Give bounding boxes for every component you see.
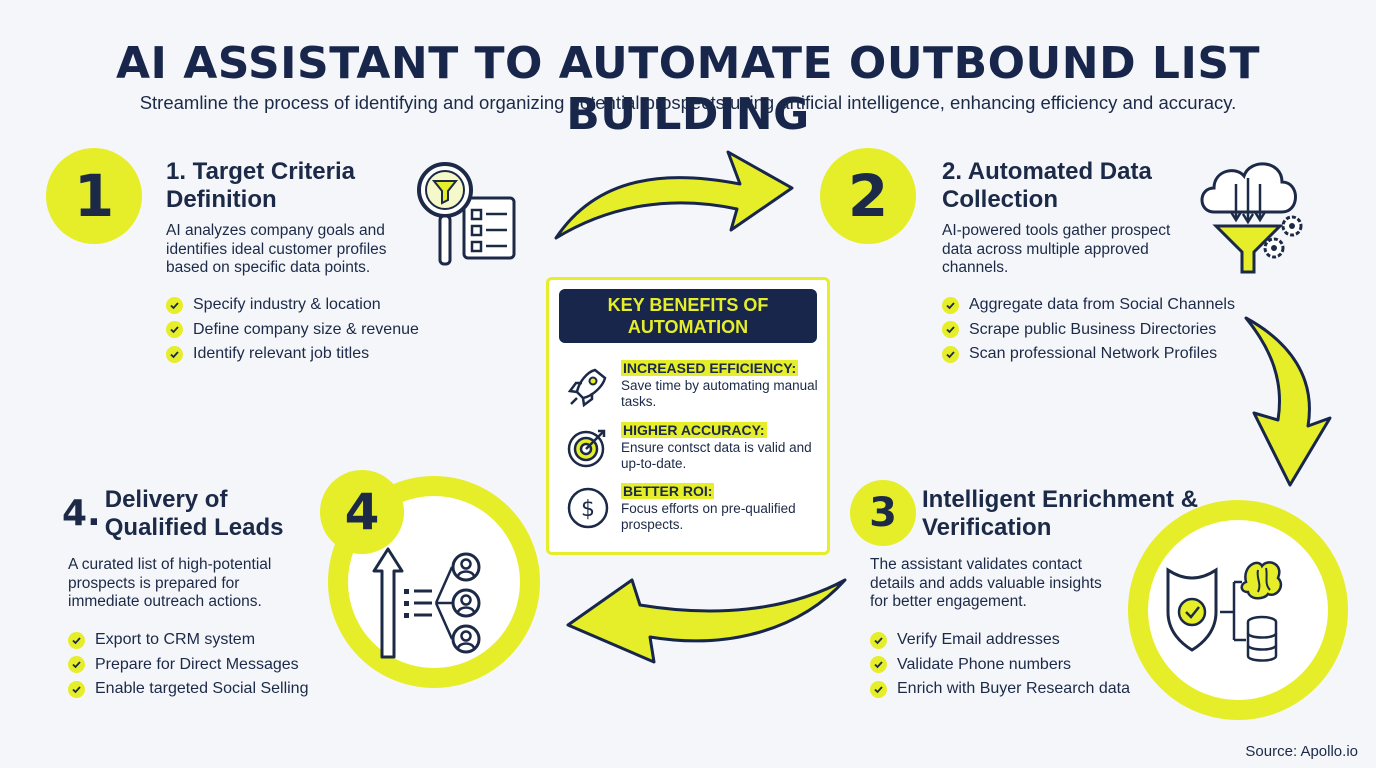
checklist-item: Scrape public Business Directories <box>942 318 1242 343</box>
check-icon <box>870 656 887 674</box>
step-1-description: AI analyzes company goals and identifies… <box>166 222 387 276</box>
step-3-checklist: Verify Email addresses Validate Phone nu… <box>870 628 1140 702</box>
checklist-item-label: Enable targeted Social Selling <box>95 680 309 698</box>
checklist-item: Identify relevant job titles <box>166 342 426 367</box>
checklist-item-label: Enrich with Buyer Research data <box>897 680 1130 698</box>
step-1-checklist: Specify industry & location Define compa… <box>166 293 426 367</box>
step-3-number: 3 <box>869 490 897 536</box>
checklist-item-label: Aggregate data from Social Channels <box>969 296 1235 314</box>
checklist-item: Define company size & revenue <box>166 318 426 343</box>
check-icon <box>68 680 85 698</box>
step-4-title-text: Delivery of Qualified Leads <box>104 486 284 541</box>
benefit-title: BETTER ROI: <box>621 483 715 499</box>
check-icon <box>870 680 887 698</box>
benefit-text: Ensure contsct data is valid and up-to-d… <box>621 440 812 471</box>
check-icon <box>68 656 85 674</box>
benefit-item-efficiency: INCREASED EFFICIENCY: Save time by autom… <box>621 360 821 410</box>
target-icon <box>567 429 606 468</box>
checklist-item: Enable targeted Social Selling <box>68 677 328 702</box>
checklist-item-label: Specify industry & location <box>193 296 381 314</box>
step-4-title: 4. Delivery of Qualified Leads <box>62 486 322 542</box>
step-4-checklist: Export to CRM system Prepare for Direct … <box>68 628 328 702</box>
check-icon <box>166 296 183 314</box>
benefit-title: INCREASED EFFICIENCY: <box>621 360 799 376</box>
shield-brain-database-icon <box>1166 561 1283 662</box>
checklist-item: Scan professional Network Profiles <box>942 342 1242 367</box>
checklist-item-label: Scrape public Business Directories <box>969 320 1217 338</box>
check-icon <box>870 631 887 649</box>
svg-text:$: $ <box>581 497 595 522</box>
step-1-number: 1 <box>73 162 115 230</box>
dollar-icon: $ <box>567 487 609 529</box>
checklist-item: Specify industry & location <box>166 293 426 318</box>
step-1-title: 1. Target Criteria Definition <box>166 158 355 213</box>
checklist-item-label: Scan professional Network Profiles <box>969 345 1218 363</box>
step-4-title-prefix: 4. <box>62 493 101 534</box>
page-subtitle: Streamline the process of identifying an… <box>139 92 1237 113</box>
step-3-title: Intelligent Enrichment & Verification <box>922 486 1199 541</box>
page-title: AI ASSISTANT TO AUTOMATE OUTBOUND LIST B… <box>115 38 1261 140</box>
step-2-number: 2 <box>847 162 889 230</box>
check-icon <box>942 345 959 363</box>
step-2-description: AI-powered tools gather prospect data ac… <box>942 222 1171 276</box>
step-1-number-badge: 1 <box>46 148 142 244</box>
step-4-number-badge: 4 <box>320 470 404 554</box>
checklist-item-label: Identify relevant job titles <box>193 345 370 363</box>
step-2-checklist: Aggregate data from Social Channels Scra… <box>942 293 1242 367</box>
checklist-item-label: Define company size & revenue <box>193 320 419 338</box>
checklist-item-label: Export to CRM system <box>95 631 256 649</box>
rocket-icon <box>567 368 607 408</box>
step-2-number-badge: 2 <box>820 148 916 244</box>
checklist-item-label: Verify Email addresses <box>897 631 1060 649</box>
check-icon <box>942 321 959 339</box>
checklist-item: Enrich with Buyer Research data <box>870 677 1140 702</box>
step-3-icon-ring <box>1128 500 1348 720</box>
benefit-item-accuracy: HIGHER ACCURACY: Ensure contsct data is … <box>621 422 821 472</box>
checklist-item: Export to CRM system <box>68 628 328 653</box>
step-3-number-badge: 3 <box>850 480 916 546</box>
step-4-description: A curated list of high-potential prospec… <box>68 556 272 610</box>
benefit-title: HIGHER ACCURACY: <box>621 422 767 438</box>
arrow-step2-to-step3 <box>1244 316 1332 487</box>
arrow-step3-to-step4 <box>566 578 847 664</box>
key-benefits-heading: KEY BENEFITS OF AUTOMATION <box>559 289 817 343</box>
step-2-title: 2. Automated Data Collection <box>942 158 1152 213</box>
check-icon <box>68 631 85 649</box>
check-icon <box>942 296 959 314</box>
checklist-item: Aggregate data from Social Channels <box>942 293 1242 318</box>
benefit-text: Save time by automating manual tasks. <box>621 378 818 409</box>
cloud-funnel-gear-icon <box>1200 162 1303 274</box>
benefit-text: Focus efforts on pre-qualified prospects… <box>621 501 796 532</box>
check-icon <box>166 345 183 363</box>
arrow-step1-to-step2 <box>554 150 794 240</box>
checklist-item: Prepare for Direct Messages <box>68 653 328 678</box>
checklist-item: Verify Email addresses <box>870 628 1140 653</box>
arrow-list-people-icon <box>372 547 481 659</box>
step-3-description: The assistant validates contact details … <box>870 556 1102 610</box>
key-benefits-panel: KEY BENEFITS OF AUTOMATION INCREASED EFF… <box>546 277 830 555</box>
step-4-number: 4 <box>344 483 380 541</box>
checklist-item: Validate Phone numbers <box>870 653 1140 678</box>
check-icon <box>166 321 183 339</box>
checklist-item-label: Validate Phone numbers <box>897 655 1072 673</box>
source-credit: Source: Apollo.io <box>1245 743 1358 760</box>
search-filter-checklist-icon <box>417 162 516 266</box>
checklist-item-label: Prepare for Direct Messages <box>95 655 299 673</box>
benefit-item-roi: BETTER ROI: Focus efforts on pre-qualifi… <box>621 483 821 533</box>
